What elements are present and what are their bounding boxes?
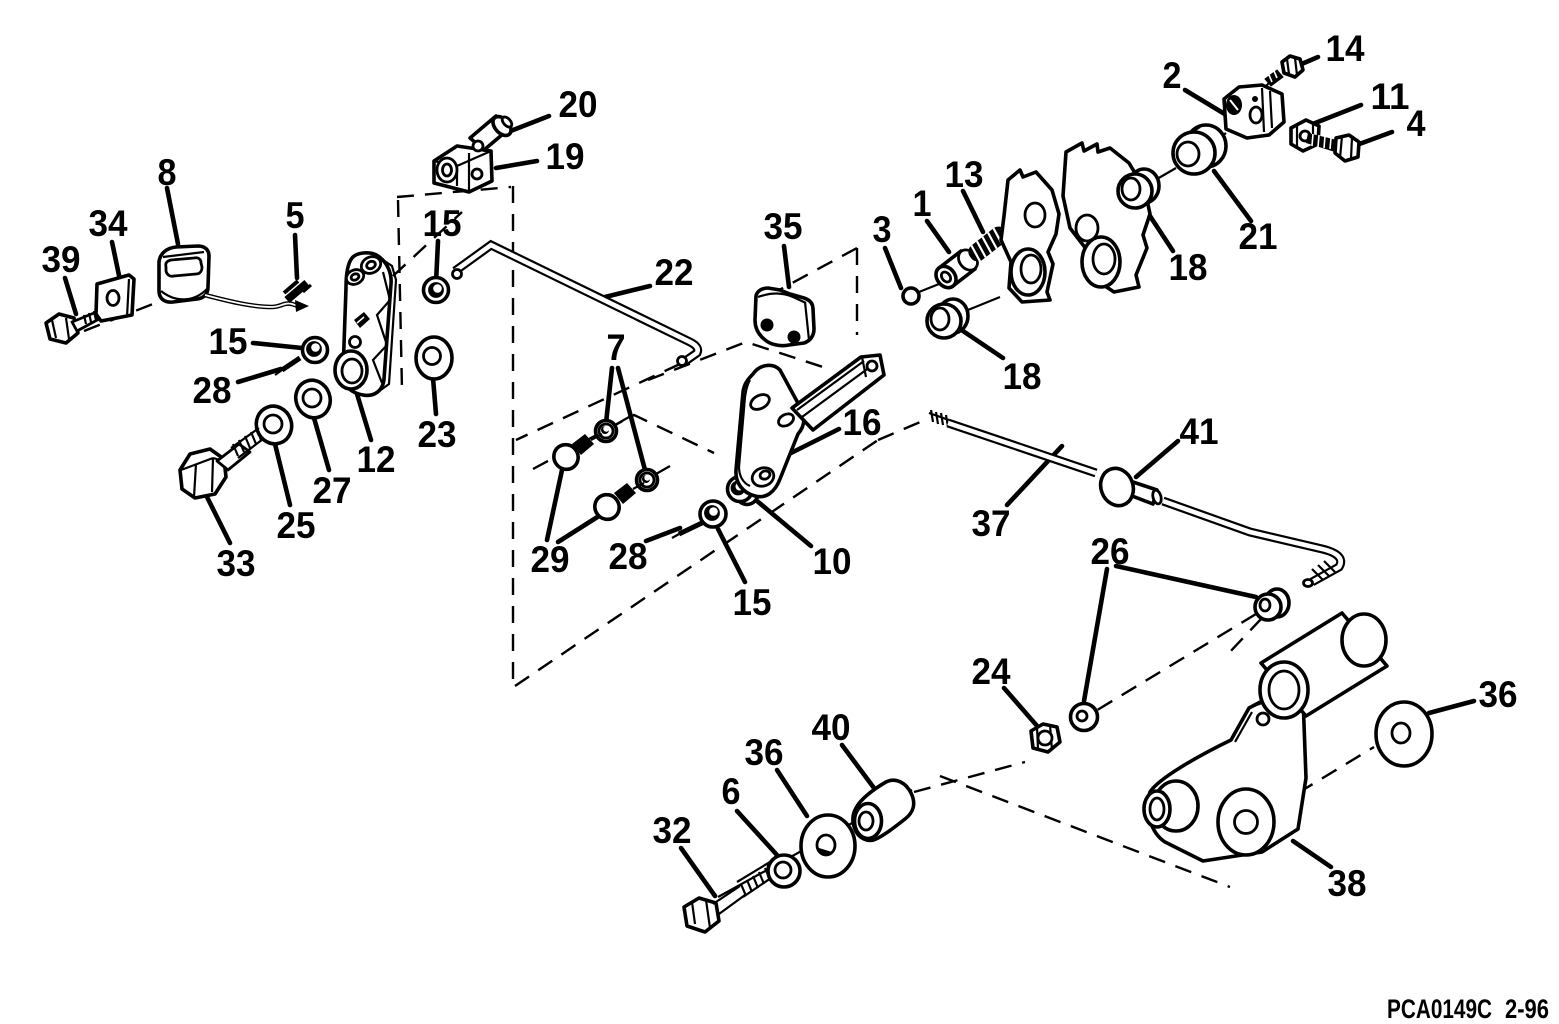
svg-text:27: 27 bbox=[313, 470, 352, 511]
svg-text:28: 28 bbox=[193, 370, 232, 411]
svg-text:1: 1 bbox=[913, 183, 932, 224]
svg-text:16: 16 bbox=[843, 402, 882, 443]
svg-text:41: 41 bbox=[1180, 411, 1219, 452]
svg-text:33: 33 bbox=[217, 543, 256, 584]
svg-text:38: 38 bbox=[1328, 863, 1367, 904]
svg-text:26: 26 bbox=[1091, 531, 1130, 572]
svg-text:36: 36 bbox=[1479, 674, 1518, 715]
svg-text:23: 23 bbox=[418, 414, 457, 455]
svg-text:19: 19 bbox=[546, 136, 585, 177]
svg-text:20: 20 bbox=[559, 84, 598, 125]
svg-text:3: 3 bbox=[873, 209, 892, 250]
svg-text:4: 4 bbox=[1407, 103, 1426, 144]
svg-text:39: 39 bbox=[42, 239, 81, 280]
svg-text:22: 22 bbox=[655, 252, 694, 293]
svg-text:34: 34 bbox=[89, 203, 128, 244]
svg-text:6: 6 bbox=[722, 771, 741, 812]
svg-text:14: 14 bbox=[1326, 28, 1365, 69]
svg-text:8: 8 bbox=[158, 152, 177, 193]
svg-text:15: 15 bbox=[423, 203, 462, 244]
svg-text:40: 40 bbox=[812, 707, 851, 748]
svg-text:12: 12 bbox=[357, 439, 396, 480]
svg-text:21: 21 bbox=[1239, 216, 1278, 257]
svg-text:2: 2 bbox=[1163, 55, 1182, 96]
svg-text:10: 10 bbox=[813, 541, 852, 582]
svg-text:18: 18 bbox=[1169, 247, 1208, 288]
svg-text:37: 37 bbox=[972, 503, 1011, 544]
svg-text:15: 15 bbox=[209, 321, 248, 362]
svg-text:2-96: 2-96 bbox=[1505, 994, 1549, 1024]
svg-text:36: 36 bbox=[745, 732, 784, 773]
svg-text:PCA0149C: PCA0149C bbox=[1387, 994, 1492, 1024]
svg-text:35: 35 bbox=[764, 206, 803, 247]
svg-text:7: 7 bbox=[607, 327, 626, 368]
svg-text:5: 5 bbox=[286, 195, 305, 236]
svg-text:13: 13 bbox=[945, 154, 984, 195]
svg-text:25: 25 bbox=[277, 505, 316, 546]
svg-text:29: 29 bbox=[531, 539, 570, 580]
svg-text:11: 11 bbox=[1371, 76, 1410, 117]
svg-text:28: 28 bbox=[609, 536, 648, 577]
svg-text:32: 32 bbox=[653, 810, 692, 851]
svg-text:18: 18 bbox=[1003, 356, 1042, 397]
svg-text:24: 24 bbox=[972, 651, 1011, 692]
svg-text:15: 15 bbox=[733, 582, 772, 623]
